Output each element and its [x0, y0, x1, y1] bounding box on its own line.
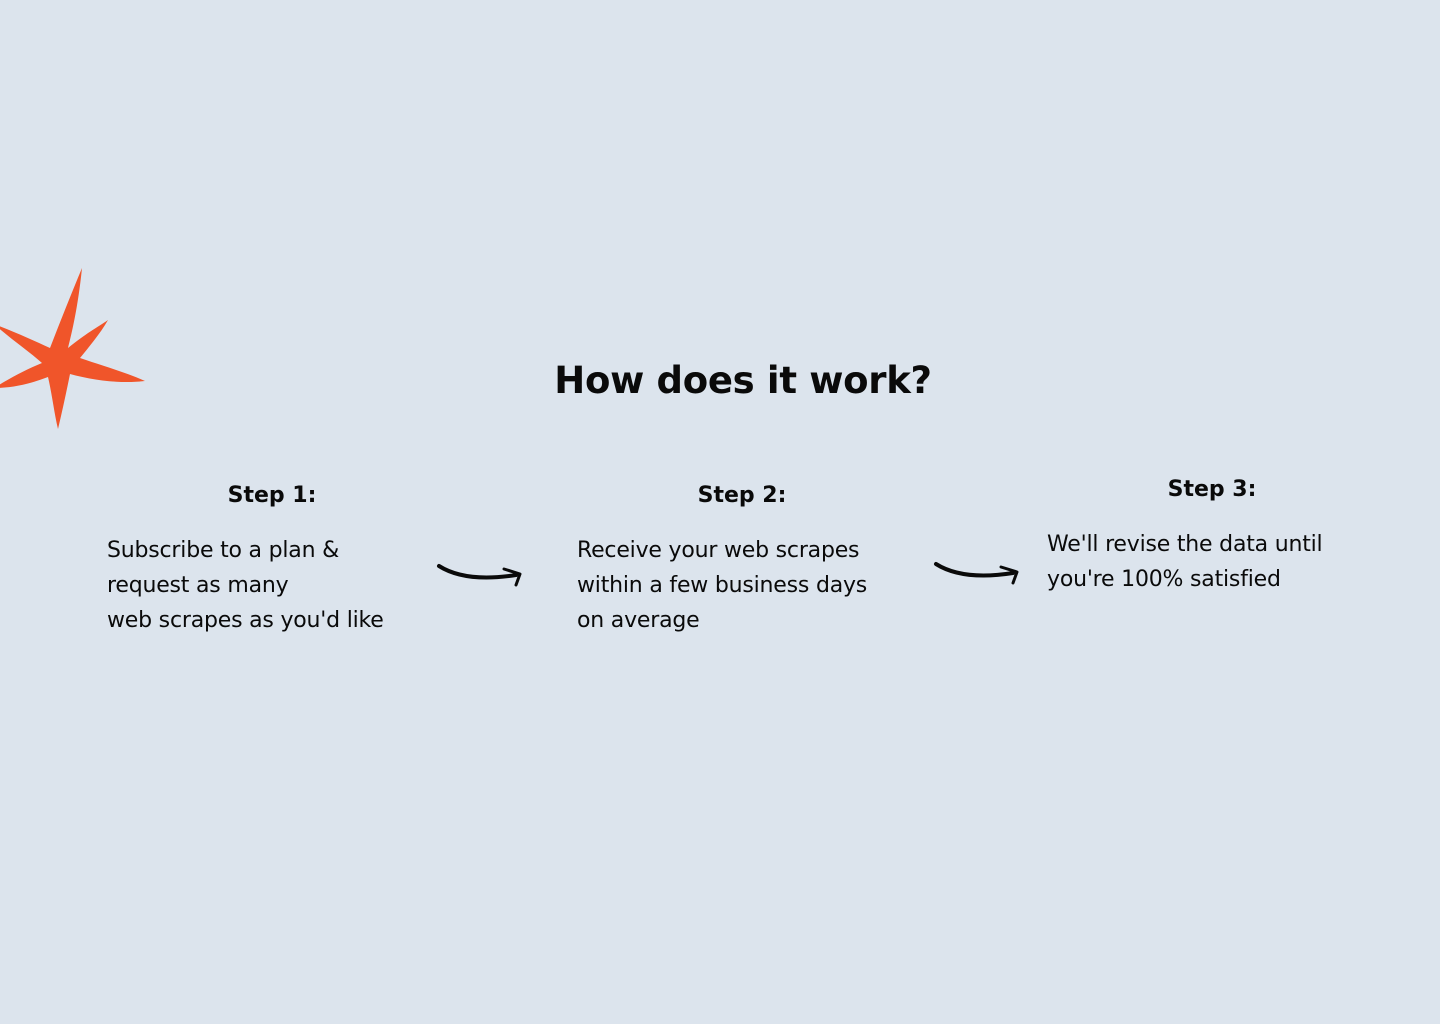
page-title: How does it work?	[554, 359, 932, 402]
step-3-title: Step 3:	[1167, 477, 1257, 502]
curved-arrow-right-icon	[934, 562, 1019, 585]
step-2-description: Receive your web scrapes within a few bu…	[577, 538, 868, 633]
star-burst-icon	[0, 268, 145, 429]
curved-arrow-right-icon	[437, 564, 522, 587]
step-1-title: Step 1:	[227, 483, 317, 508]
step-1-description: Subscribe to a plan & request as many we…	[107, 538, 384, 633]
step-2-title: Step 2:	[697, 483, 787, 508]
step-3-description: We'll revise the data until you're 100% …	[1047, 532, 1323, 592]
